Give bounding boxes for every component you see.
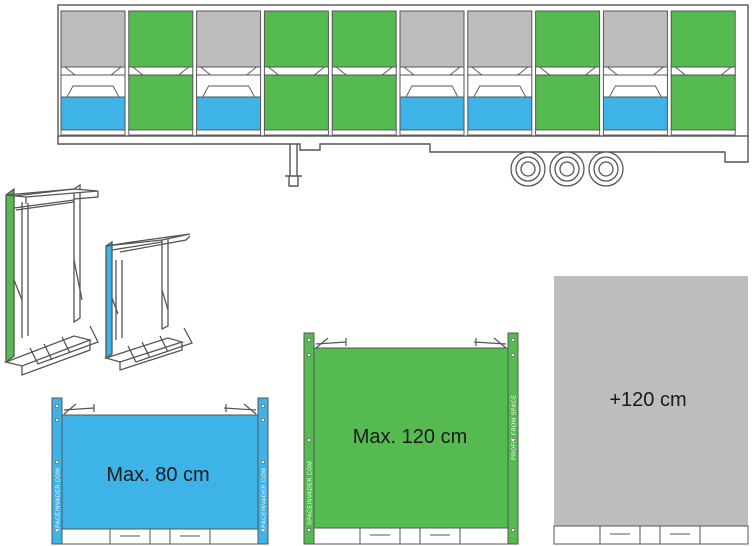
trailer-stack-frame-detail	[539, 66, 596, 76]
trailer-stack-top	[602, 10, 668, 68]
rack-iso-tall	[3, 183, 99, 376]
trailer-stack-frame-detail	[674, 66, 732, 76]
trailer-stack-bottom	[535, 74, 601, 131]
trailer-stack-bottom	[602, 96, 668, 131]
trailer-stack-top	[535, 10, 601, 68]
wheel	[598, 161, 614, 177]
trailer-stack-top	[60, 10, 126, 68]
landing-gear	[285, 144, 302, 187]
rack-large: +120 cm	[553, 276, 749, 545]
trailer-stack-top	[467, 10, 533, 68]
trailer-stack-bottom	[399, 96, 465, 131]
rack-small-load	[61, 414, 259, 530]
rack-small-label: Max. 80 cm	[106, 464, 209, 486]
rack-small-post-left	[51, 397, 63, 545]
wheel	[554, 156, 580, 182]
trailer-stack-bottom	[331, 74, 397, 131]
trailer-stack-bottom-arm	[202, 85, 255, 98]
wheel	[559, 161, 575, 177]
trailer-stack-bottom-arm	[609, 85, 662, 98]
trailer-stack-bottom	[196, 96, 262, 131]
wheel	[515, 156, 541, 182]
rack-large-load	[554, 276, 748, 526]
trailer-stack-top	[263, 10, 329, 68]
trailer-stack-bottom	[128, 74, 194, 131]
trailer-stack-base	[467, 129, 533, 136]
trailer-stack-base	[670, 129, 736, 136]
rack-small-post-label-left: SPACEINVADER.COM	[56, 468, 62, 532]
trailer-stack-top	[670, 10, 736, 68]
trailer-stack-bottom-arm	[405, 85, 459, 98]
trailer-stack	[128, 10, 194, 136]
trailer-stack-bottom-arm	[473, 85, 527, 98]
rack-large-label: +120 cm	[609, 389, 686, 411]
trailer-stack-frame-detail	[64, 66, 122, 76]
rack-small-base	[61, 528, 259, 545]
trailer-load	[60, 10, 736, 136]
trailer-stack-base	[196, 129, 262, 136]
trailer-stack-base	[128, 129, 194, 136]
trailer-stack	[670, 10, 736, 136]
trailer-stack-bottom	[60, 96, 126, 131]
rack-medium-post-label-right: PROFIT FROM SPACE	[512, 395, 518, 460]
trailer-stack-top	[331, 10, 397, 68]
trailer-stack-frame-detail	[200, 66, 257, 76]
trailer-stack	[399, 10, 465, 136]
trailer-stack-top	[399, 10, 465, 68]
rack-medium-top-clips	[315, 337, 507, 349]
trailer-stack-top	[196, 10, 262, 68]
trailer-stack-frame-detail	[132, 66, 190, 76]
trailer-stack	[535, 10, 601, 136]
trailer-stack	[467, 10, 533, 136]
trailer-chassis	[57, 136, 749, 163]
trailer-stack-bottom-arm	[66, 85, 120, 98]
rack-small-top-clips	[63, 403, 257, 415]
wheel	[520, 161, 536, 177]
rack-medium-load	[313, 347, 509, 529]
trailer-stack-base	[331, 129, 397, 136]
trailer-stack-frame-detail	[335, 66, 393, 76]
trailer-stack-bottom	[467, 96, 533, 131]
trailer-stack	[263, 10, 329, 136]
rack-small: SPACEINVADER.COM SPACEINVADER.COM Max. 8…	[51, 397, 269, 545]
trailer-stack-base	[399, 129, 465, 136]
trailer-stack-base	[535, 129, 601, 136]
rack-small-post-label-right: SPACEINVADER.COM	[262, 468, 268, 532]
trailer-stack-frame-detail	[607, 66, 664, 76]
trailer-wheels	[510, 151, 624, 187]
rack-small-post-right	[257, 397, 269, 545]
rack-medium-post-label-left: SPACEINVADER.COM	[308, 461, 314, 525]
trailer	[57, 4, 749, 187]
trailer-stack-base	[263, 129, 329, 136]
rack-large-base	[553, 525, 749, 545]
trailer-stack	[196, 10, 262, 136]
trailer-stack-frame-detail	[268, 66, 325, 76]
trailer-stack-frame-detail	[403, 66, 461, 76]
rack-medium: SPACEINVADER.COM PROFIT FROM SPACE Max. …	[303, 332, 519, 545]
wheel	[593, 156, 619, 182]
trailer-stack-bottom	[670, 74, 736, 131]
rack-medium-label: Max. 120 cm	[353, 426, 467, 448]
trailer-stack-base	[60, 129, 126, 136]
trailer-stack	[331, 10, 397, 136]
trailer-stack-bottom	[263, 74, 329, 131]
trailer-stack	[60, 10, 126, 136]
trailer-stack	[602, 10, 668, 136]
trailer-body-outline	[57, 4, 749, 137]
trailer-stack-top	[128, 10, 194, 68]
rack-medium-base	[313, 527, 509, 545]
trailer-stack-frame-detail	[471, 66, 529, 76]
rack-iso-short	[103, 233, 193, 371]
trailer-stack-base	[602, 129, 668, 136]
